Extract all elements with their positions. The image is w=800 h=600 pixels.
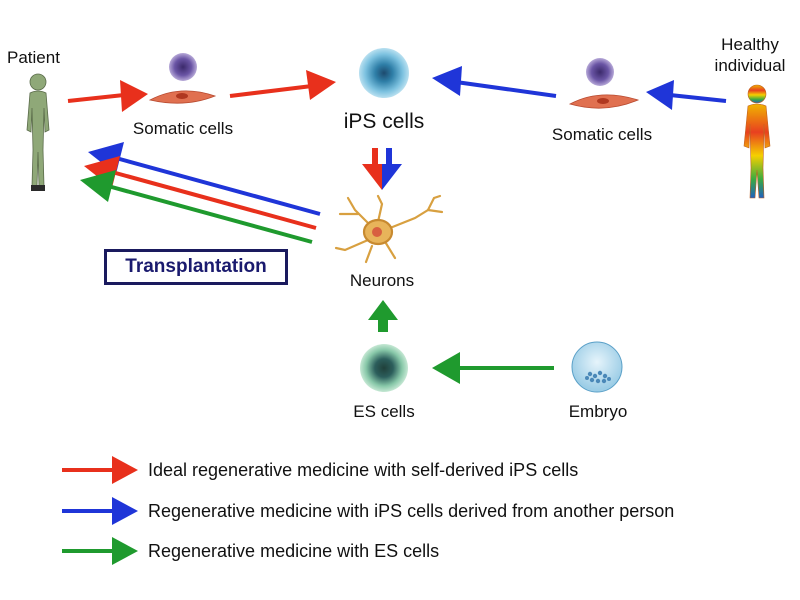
arrow-ips-to-neurons [362,148,402,190]
es-cell-image [360,344,408,392]
legend-item-blue: Regenerative medicine with iPS cells der… [148,501,675,521]
arrow-somatic-right-to-ips [432,66,557,98]
somatic-cells-right-label: Somatic cells [551,125,653,144]
arrow-es-to-neurons [368,300,398,332]
arrow-embryo-to-es [432,352,554,384]
ips-cells-label: iPS cells [343,110,425,133]
healthy-individual-figure [743,84,771,199]
arrow-transplant-green [80,170,313,244]
es-cells-label: ES cells [353,402,415,421]
ips-cell-image [359,48,409,98]
somatic-cells-right-image [568,58,640,109]
neuron-image [334,194,444,264]
embryo-image [571,341,623,393]
legend-arrow-blue [62,497,138,525]
embryo-label: Embryo [568,402,628,421]
arrow-somatic-to-ips [229,70,336,100]
legend-item-red: Ideal regenerative medicine with self-de… [148,460,579,480]
transplantation-box: Transplantation [104,249,288,285]
arrow-healthy-to-somatic [646,80,727,110]
legend-arrow-red [62,456,138,484]
patient-label: Patient [7,48,60,67]
transplantation-label: Transplantation [125,256,267,277]
arrow-transplant-blue [88,142,321,216]
somatic-cells-left-image [148,53,217,104]
healthy-individual-label-line2: individual [714,56,786,75]
neurons-label: Neurons [349,271,415,290]
legend-arrow-green [62,537,138,565]
arrow-patient-to-somatic [67,80,148,112]
somatic-cells-left-label: Somatic cells [132,119,234,138]
arrow-transplant-red [84,156,317,230]
healthy-individual-label-line1: Healthy [721,35,779,54]
legend-item-green: Regenerative medicine with ES cells [148,541,440,561]
patient-figure [26,73,50,191]
